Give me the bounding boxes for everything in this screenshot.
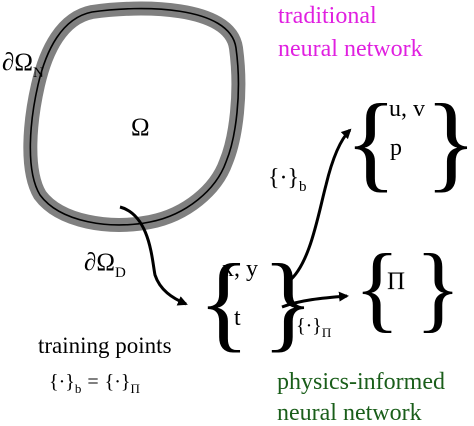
pinn-label-line2: neural network [277,400,422,426]
output-right-brace: } [425,83,474,202]
input-to-traditional-arrow [287,128,352,284]
neumann-boundary-label: ∂ΩN [2,49,44,81]
traditional-nn-label-line2: neural network [278,36,423,62]
pinn-loss-label: {·}Π [296,315,331,340]
boundary-to-input-arrow [119,205,188,306]
boundary-loss-label: {·}b [268,165,307,195]
input-to-pinn-arrow [281,291,349,309]
dirichlet-boundary-label: ∂ΩD [84,249,126,281]
output-p: p [390,135,402,161]
input-right-brace: } [262,243,314,362]
input-t: t [234,305,241,331]
pinn-label-line1: physics-informed [277,369,445,395]
output-left-brace: { [345,83,397,202]
traditional-nn-label-line1: traditional [278,3,377,29]
domain-label: Ω [131,114,150,141]
domain-boundary-inner [29,7,240,226]
input-xy: x, y [222,256,258,282]
equivalence-label: {·}b={·}Π [49,371,140,396]
input-left-brace: { [198,243,250,362]
pinn-left-brace: { [354,234,400,341]
output-uv: u, v [389,96,425,122]
pinn-output: Π [387,268,405,295]
pinn-right-brace: } [415,234,461,341]
training-points-label: training points [38,333,172,358]
